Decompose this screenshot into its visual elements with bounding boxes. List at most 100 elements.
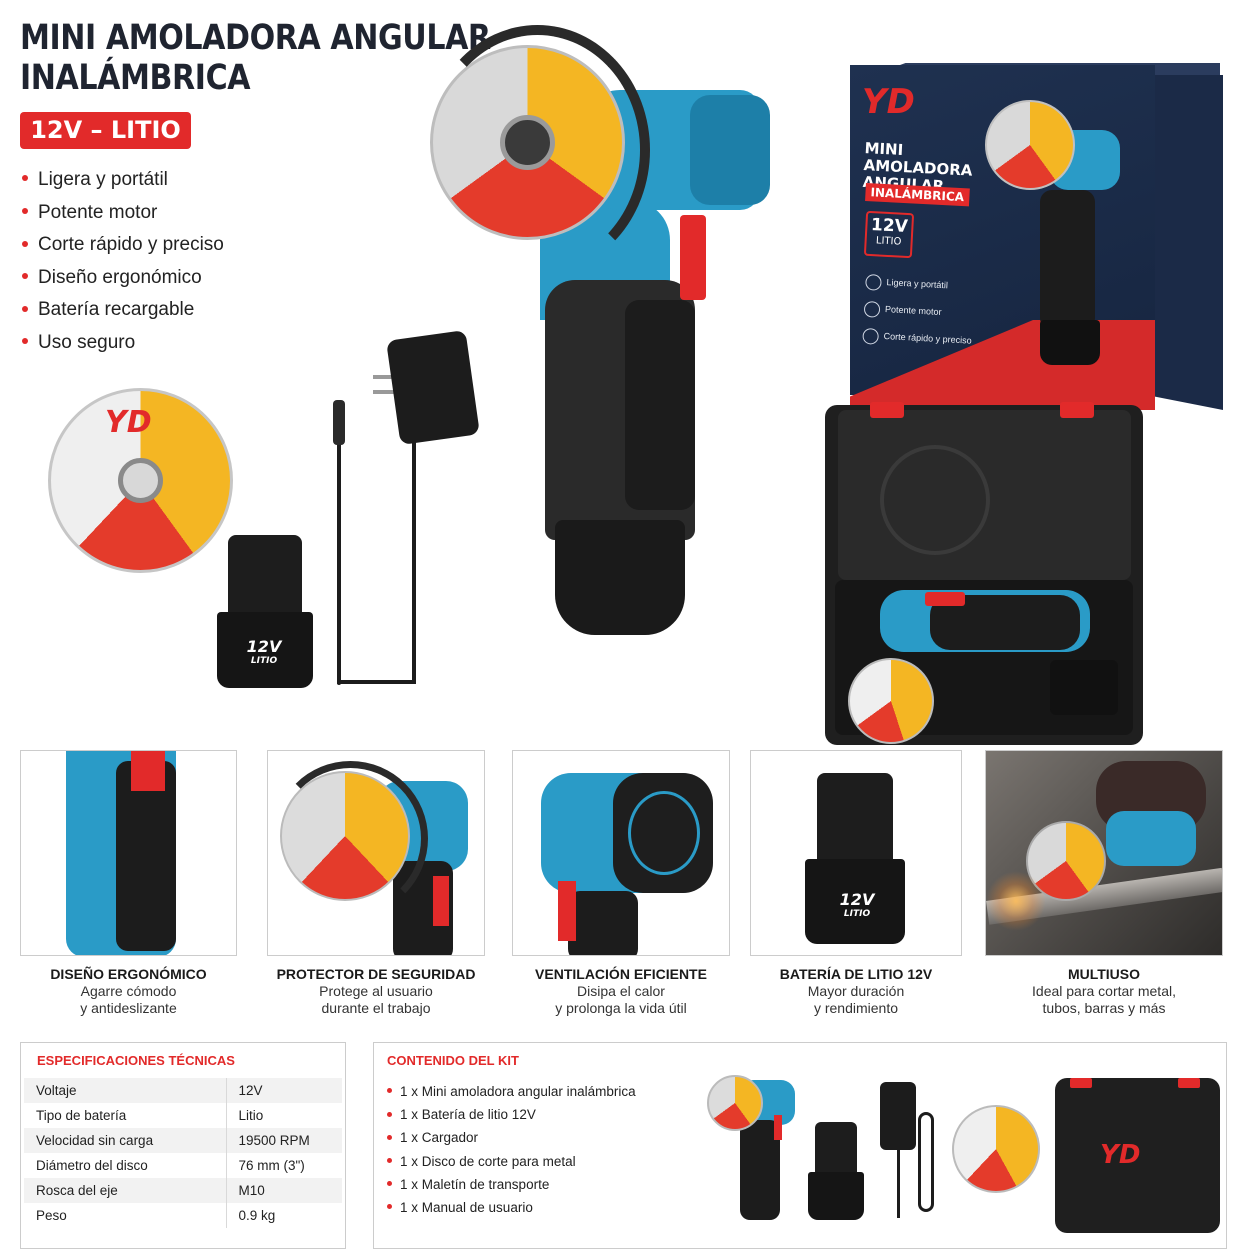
bullet-icon	[22, 338, 28, 345]
feature-item: Ligera y portátil	[20, 166, 224, 199]
charger-cable	[337, 410, 341, 685]
kit-charger-cable-loop	[918, 1112, 934, 1212]
bullet-icon	[387, 1204, 392, 1210]
bullet-icon	[22, 175, 28, 182]
grinder-vent	[690, 95, 770, 205]
bullet-icon	[387, 1181, 392, 1187]
list-item: 1 x Batería de litio 12V	[387, 1105, 636, 1128]
feature-item: Corte rápido y preciso	[20, 231, 224, 264]
list-item: 1 x Mini amoladora angular inalámbrica	[387, 1082, 636, 1105]
feature-list: Ligera y portátil Potente motor Corte rá…	[20, 166, 224, 362]
list-item: 1 x Manual de usuario	[387, 1198, 636, 1221]
kit-battery-base	[808, 1172, 864, 1220]
box-brand-logo: YD	[862, 82, 915, 122]
feature-item: Potente motor	[20, 199, 224, 232]
case-latch	[1060, 402, 1094, 418]
tile-battery: 12V LITIO	[750, 750, 962, 956]
case-latch	[870, 402, 904, 418]
tile-caption: VENTILACIÓN EFICIENTE Disipa el calor y …	[535, 966, 707, 1016]
kit-charger-adapter	[880, 1082, 916, 1150]
grinder-photo	[1106, 811, 1196, 866]
voltage-badge: 12V – LITIO	[20, 112, 191, 149]
tile-ergonomic	[20, 750, 237, 956]
charger-prong	[373, 390, 395, 394]
title-line-1: MINI AMOLADORA ANGULAR	[20, 18, 491, 58]
feature-item: Uso seguro	[20, 329, 224, 362]
kit-grinder-disc	[707, 1075, 763, 1131]
charger-plug-tip	[333, 400, 345, 445]
kit-battery-top	[815, 1122, 857, 1177]
bullet-icon	[387, 1158, 392, 1163]
kit-title: CONTENIDO DEL KIT	[387, 1053, 519, 1068]
tile-ventilation	[512, 750, 730, 956]
kit-charger-cable	[897, 1148, 900, 1218]
box-grinder-battery	[1040, 320, 1100, 365]
case-lid-recess	[880, 445, 990, 555]
disc-photo	[1026, 821, 1106, 901]
cut-icon	[862, 327, 880, 345]
switch-photo	[131, 751, 165, 791]
kit-grinder-switch	[774, 1115, 782, 1140]
tile-caption: MULTIUSO Ideal para cortar metal, tubos,…	[1032, 966, 1176, 1016]
spare-disc-hub	[118, 458, 163, 503]
tile-caption: PROTECTOR DE SEGURIDAD Protege al usuari…	[276, 966, 476, 1016]
spec-title: ESPECIFICACIONES TÉCNICAS	[37, 1053, 235, 1068]
kit-grinder-handle	[740, 1120, 780, 1220]
motor-icon	[863, 300, 881, 318]
kit-case-latch	[1070, 1078, 1092, 1088]
case-disc	[848, 658, 934, 744]
safety-guard	[425, 25, 650, 275]
battery-photo-label: 12V LITIO	[839, 890, 875, 920]
battery-label: 12V LITIO	[246, 637, 282, 667]
kit-disc-image	[952, 1105, 1040, 1193]
tile-caption: BATERÍA DE LITIO 12V Mayor duración y re…	[779, 966, 933, 1016]
spec-panel	[20, 1042, 346, 1249]
switch-photo	[558, 881, 576, 941]
case-charger	[1050, 660, 1118, 715]
bullet-icon	[22, 240, 28, 247]
list-item: 1 x Disco de corte para metal	[387, 1152, 636, 1175]
bullet-icon	[387, 1088, 392, 1094]
spare-disc	[48, 388, 233, 573]
tile-multiuse	[985, 750, 1223, 956]
charger-cable-loop	[337, 680, 416, 684]
box-feature-list: Ligera y portátil Potente motor Corte rá…	[862, 272, 975, 359]
charger-cable	[412, 438, 416, 683]
title-line-2: INALÁMBRICA	[20, 58, 251, 98]
bullet-icon	[22, 208, 28, 215]
tile-caption: DISEÑO ERGONÓMICO Agarre cómodo y antide…	[50, 966, 207, 1016]
switch-photo	[433, 876, 449, 926]
list-item: 1 x Cargador	[387, 1128, 636, 1151]
box-feature-item: Corte rápido y preciso	[862, 326, 972, 359]
box-grinder-handle	[1040, 190, 1095, 330]
guard-photo	[273, 761, 428, 916]
case-grinder-switch	[925, 592, 965, 606]
bullet-icon	[387, 1134, 392, 1140]
tile-safety-guard	[267, 750, 485, 956]
bullet-icon	[22, 273, 28, 280]
battery-base	[217, 612, 313, 688]
feather-icon	[865, 273, 882, 291]
grinder-battery	[555, 520, 685, 635]
bullet-icon	[387, 1111, 392, 1117]
grinder-grip	[625, 300, 695, 510]
grinder-switch	[680, 215, 706, 300]
grip-photo	[116, 761, 176, 951]
box-grinder-disc	[985, 100, 1075, 190]
bullet-icon	[22, 305, 28, 312]
battery-photo-top	[817, 773, 893, 868]
battery-top	[228, 535, 302, 620]
battery-photo-base	[805, 859, 905, 944]
handle-photo	[568, 891, 638, 955]
feature-item: Diseño ergonómico	[20, 264, 224, 297]
charger-adapter	[386, 329, 480, 446]
brand-logo: YD	[105, 405, 152, 440]
vent-ring	[628, 791, 700, 875]
kit-case-shell	[1055, 1078, 1220, 1233]
box-side	[1155, 75, 1223, 410]
